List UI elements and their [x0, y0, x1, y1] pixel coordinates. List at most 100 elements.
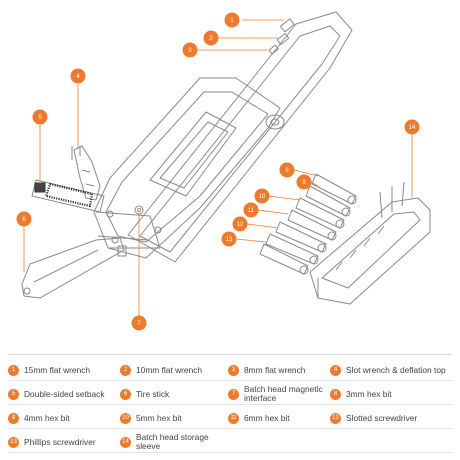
legend-row: 5 Double-sided setback 6 Tire stick 7 Batch h… — [8, 384, 452, 405]
legend-item: 8 3mm hex bit — [330, 384, 452, 404]
legend-label: Slot wrench & deflation top — [346, 364, 446, 375]
legend-number: 12 — [330, 412, 341, 424]
callout-number: 11 — [248, 208, 255, 214]
callout-number: 8 — [285, 168, 289, 174]
callout-8: 8 — [279, 162, 295, 178]
legend-label: 10mm flat wrench — [136, 364, 203, 375]
callout-9: 9 — [296, 174, 312, 190]
callout-4: 4 — [70, 68, 86, 84]
callout-number: 1 — [230, 18, 234, 24]
legend-row: 9 4mm hex bit 10 5mm hex bit 11 6mm hex bit 12… — [8, 408, 452, 429]
legend-row: 13 Phillips screwdriver 14 Batch head stora… — [8, 432, 452, 453]
callout-number: 9 — [302, 180, 306, 186]
parts-legend: 1 15mm flat wrench 2 10mm flat wrench 3 8mm f… — [8, 360, 452, 456]
callout-number: 2 — [209, 36, 213, 42]
legend-number: 14 — [120, 436, 131, 448]
legend-number: 13 — [8, 436, 19, 448]
legend-item: 14 Batch head storage sleeve — [120, 432, 224, 452]
callout-6: 6 — [16, 211, 32, 227]
callout-marker — [131, 315, 147, 331]
callout-marker — [182, 42, 198, 58]
legend-item: 10 5mm hex bit — [120, 408, 224, 428]
legend-item: 2 10mm flat wrench — [120, 360, 224, 380]
callout-12: 12 — [232, 216, 248, 232]
storage-sleeve — [309, 181, 431, 305]
legend-label: Tire stick — [136, 388, 170, 399]
legend-label: Double-sided setback — [24, 388, 105, 399]
legend-number: 7 — [228, 388, 239, 400]
callout-marker — [224, 12, 240, 28]
legend-number: 3 — [228, 364, 239, 376]
legend-number: 10 — [120, 412, 131, 424]
tool-body — [93, 77, 285, 259]
legend-item: 3 8mm flat wrench — [228, 360, 326, 380]
legend-item: 7 Batch head magnetic interface — [228, 384, 326, 404]
callout-2: 2 — [203, 30, 219, 46]
callout-marker — [296, 174, 312, 190]
callout-marker — [32, 109, 48, 125]
callout-marker — [16, 211, 32, 227]
legend-label: Batch head storage sleeve — [136, 432, 209, 451]
callout-number: 5 — [38, 115, 42, 121]
legend-item: 11 6mm hex bit — [228, 408, 326, 428]
legend-label: Phillips screwdriver — [24, 436, 96, 447]
legend-number: 9 — [8, 412, 19, 424]
callout-number: 12 — [237, 222, 244, 228]
callout-3: 3 — [182, 42, 198, 58]
legend-number: 1 — [8, 364, 19, 376]
legend-label: 15mm flat wrench — [24, 364, 91, 375]
legend-label: Batch head magnetic interface — [244, 384, 323, 403]
callout-7: 7 — [131, 315, 147, 331]
slot-wrench-arm — [71, 145, 101, 201]
callout-marker — [243, 202, 259, 218]
callout-number: 13 — [226, 237, 233, 243]
legend-item: 4 Slot wrench & deflation top — [330, 360, 452, 380]
hex-bits — [259, 173, 357, 275]
legend-number: 6 — [120, 388, 131, 400]
callout-1: 1 — [224, 12, 240, 28]
callout-5: 5 — [32, 109, 48, 125]
legend-item: 5 Double-sided setback — [8, 384, 116, 404]
callout-number: 10 — [259, 194, 266, 200]
legend-number: 8 — [330, 388, 341, 400]
legend-item: 6 Tire stick — [120, 384, 224, 404]
callout-14: 14 — [404, 119, 420, 135]
legend-item: 13 Phillips screwdriver — [8, 432, 116, 452]
legend-item: 9 4mm hex bit — [8, 408, 116, 428]
legend-number: 11 — [228, 412, 239, 424]
legend-row: 1 15mm flat wrench 2 10mm flat wrench 3 8mm f… — [8, 360, 452, 381]
callout-number: 7 — [137, 321, 141, 327]
legend-number: 2 — [120, 364, 131, 376]
legend-label: Slotted screwdriver — [346, 412, 418, 423]
callout-10: 10 — [254, 188, 270, 204]
setback-arm — [31, 179, 105, 213]
legend-number: 4 — [330, 364, 341, 376]
callout-number: 4 — [76, 74, 80, 80]
legend-divider — [8, 354, 452, 355]
legend-item: 12 Slotted screwdriver — [330, 408, 452, 428]
callout-number: 3 — [188, 48, 192, 54]
legend-number: 5 — [8, 388, 19, 400]
callout-marker — [404, 119, 420, 135]
legend-label: 8mm flat wrench — [244, 364, 306, 375]
callout-11: 11 — [243, 202, 259, 218]
legend-label: 4mm hex bit — [24, 412, 70, 423]
legend-label: 3mm hex bit — [346, 388, 392, 399]
legend-label: 5mm hex bit — [136, 412, 182, 423]
legend-item: 1 15mm flat wrench — [8, 360, 116, 380]
leader-lines — [23, 19, 413, 316]
wrench-arm — [127, 11, 353, 263]
callout-marker — [70, 68, 86, 84]
callout-marker — [254, 188, 270, 204]
callout-13: 13 — [221, 231, 237, 247]
callout-number: 6 — [22, 217, 26, 223]
callout-number: 14 — [409, 125, 416, 131]
callout-marker — [232, 216, 248, 232]
legend-label: 6mm hex bit — [244, 412, 290, 423]
callout-marker — [221, 231, 237, 247]
callout-marker — [203, 30, 219, 46]
callout-marker — [279, 162, 295, 178]
tire-lever — [21, 237, 125, 299]
